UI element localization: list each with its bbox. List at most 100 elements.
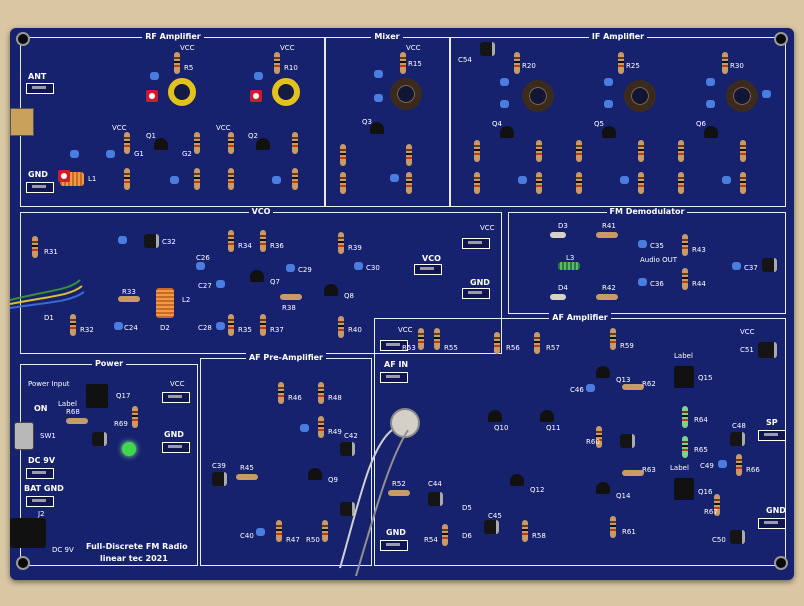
toroid-transformer (624, 80, 656, 112)
ref-q15: Q15 (698, 374, 713, 382)
ref-r46: R46 (288, 394, 302, 402)
resistor (740, 172, 746, 194)
resistor (536, 172, 542, 194)
diode (550, 294, 566, 300)
power-switch[interactable] (14, 422, 34, 450)
resistor (228, 168, 234, 190)
section-title: VCO (248, 207, 274, 216)
section-title: RF Amplifier (142, 32, 204, 41)
electrolytic-capacitor (730, 432, 745, 446)
mount-hole (774, 556, 788, 570)
gnd-label: GND (766, 506, 786, 515)
resistor (406, 144, 412, 166)
ref-d5: D5 (462, 504, 472, 512)
ref-c35: C35 (650, 242, 664, 250)
ref-c54: C54 (458, 56, 472, 64)
ref-c40: C40 (240, 532, 254, 540)
dc9v-small-label: DC 9V (52, 546, 74, 554)
volume-potentiometer[interactable] (390, 408, 420, 438)
transistor-q5 (602, 126, 616, 138)
resistor (132, 406, 138, 428)
ref-c42: C42 (344, 432, 358, 440)
resistor (638, 140, 644, 162)
resistor (610, 516, 616, 538)
resistor (740, 140, 746, 162)
transistor-q12 (510, 474, 524, 486)
footer-line1: Full-Discrete FM Radio (86, 542, 188, 551)
resistor (682, 406, 688, 428)
trimmer-capacitor[interactable] (58, 170, 70, 182)
vco-out-header[interactable] (414, 264, 442, 275)
resistor (534, 332, 540, 354)
pcb-board: RF Amplifier Mixer IF Amplifier VCO FM D… (10, 28, 794, 580)
vcc-header[interactable] (462, 238, 490, 249)
capacitor (500, 78, 509, 86)
resistor (124, 132, 130, 154)
toroid-inductor (168, 78, 196, 106)
resistor (576, 140, 582, 162)
resistor (536, 140, 542, 162)
label-text: Label (670, 464, 689, 472)
capacitor (254, 72, 263, 80)
resistor (338, 232, 344, 254)
capacitor (256, 528, 265, 536)
resistor (194, 168, 200, 190)
vcc-header[interactable] (162, 392, 190, 403)
gnd-header[interactable] (26, 182, 54, 193)
electrolytic-capacitor (144, 234, 159, 248)
gnd-header[interactable] (380, 540, 408, 551)
gnd-header[interactable] (758, 518, 786, 529)
ref-c36: C36 (650, 280, 664, 288)
vcc-header[interactable] (380, 340, 408, 351)
trimmer-capacitor[interactable] (146, 90, 158, 102)
ref-r44: R44 (692, 280, 706, 288)
af-in-header[interactable] (380, 372, 408, 383)
gnd-header[interactable] (462, 288, 490, 299)
transistor-q16 (674, 478, 694, 500)
ref-q10: Q10 (494, 424, 509, 432)
antenna-socket[interactable] (10, 108, 34, 136)
gnd-label: GND (386, 528, 406, 537)
transistor-q7 (250, 270, 264, 282)
electrolytic-capacitor (480, 42, 495, 56)
capacitor (70, 150, 79, 158)
resistor (514, 52, 520, 74)
capacitor (604, 78, 613, 86)
ref-g2: G2 (182, 150, 192, 158)
capacitor (638, 278, 647, 286)
resistor (280, 294, 302, 300)
bat-gnd-header[interactable] (26, 496, 54, 507)
dc-jack[interactable] (10, 518, 46, 548)
resistor (400, 52, 406, 74)
capacitor (718, 460, 727, 468)
transistor-q1 (154, 138, 168, 150)
ref-sw1: SW1 (40, 432, 56, 440)
gnd-label: GND (470, 278, 490, 287)
ref-r50: R50 (306, 536, 320, 544)
power-led (122, 442, 136, 456)
transistor-q10 (488, 410, 502, 422)
footer-line2: linear tec 2021 (100, 554, 168, 563)
toroid-transformer (522, 80, 554, 112)
ref-c24: C24 (124, 324, 138, 332)
ref-r68: R68 (66, 408, 80, 416)
resistor (618, 52, 624, 74)
ref-r42: R42 (602, 284, 616, 292)
ref-c39: C39 (212, 462, 226, 470)
resistor (340, 144, 346, 166)
dc9v-header[interactable] (26, 468, 54, 479)
inductor-l2 (156, 288, 174, 318)
ant-header[interactable] (26, 83, 54, 94)
ref-c49: C49 (700, 462, 714, 470)
ref-vcc: VCC (480, 224, 495, 232)
speaker-header[interactable] (758, 430, 786, 441)
capacitor (106, 150, 115, 158)
ref-r66: R66 (746, 466, 760, 474)
transistor-q14 (596, 482, 610, 494)
electrolytic-capacitor (212, 472, 227, 486)
gnd-header[interactable] (162, 442, 190, 453)
capacitor (114, 322, 123, 330)
ref-q14: Q14 (616, 492, 631, 500)
ref-r60: R60 (586, 438, 600, 446)
trimmer-capacitor[interactable] (250, 90, 262, 102)
